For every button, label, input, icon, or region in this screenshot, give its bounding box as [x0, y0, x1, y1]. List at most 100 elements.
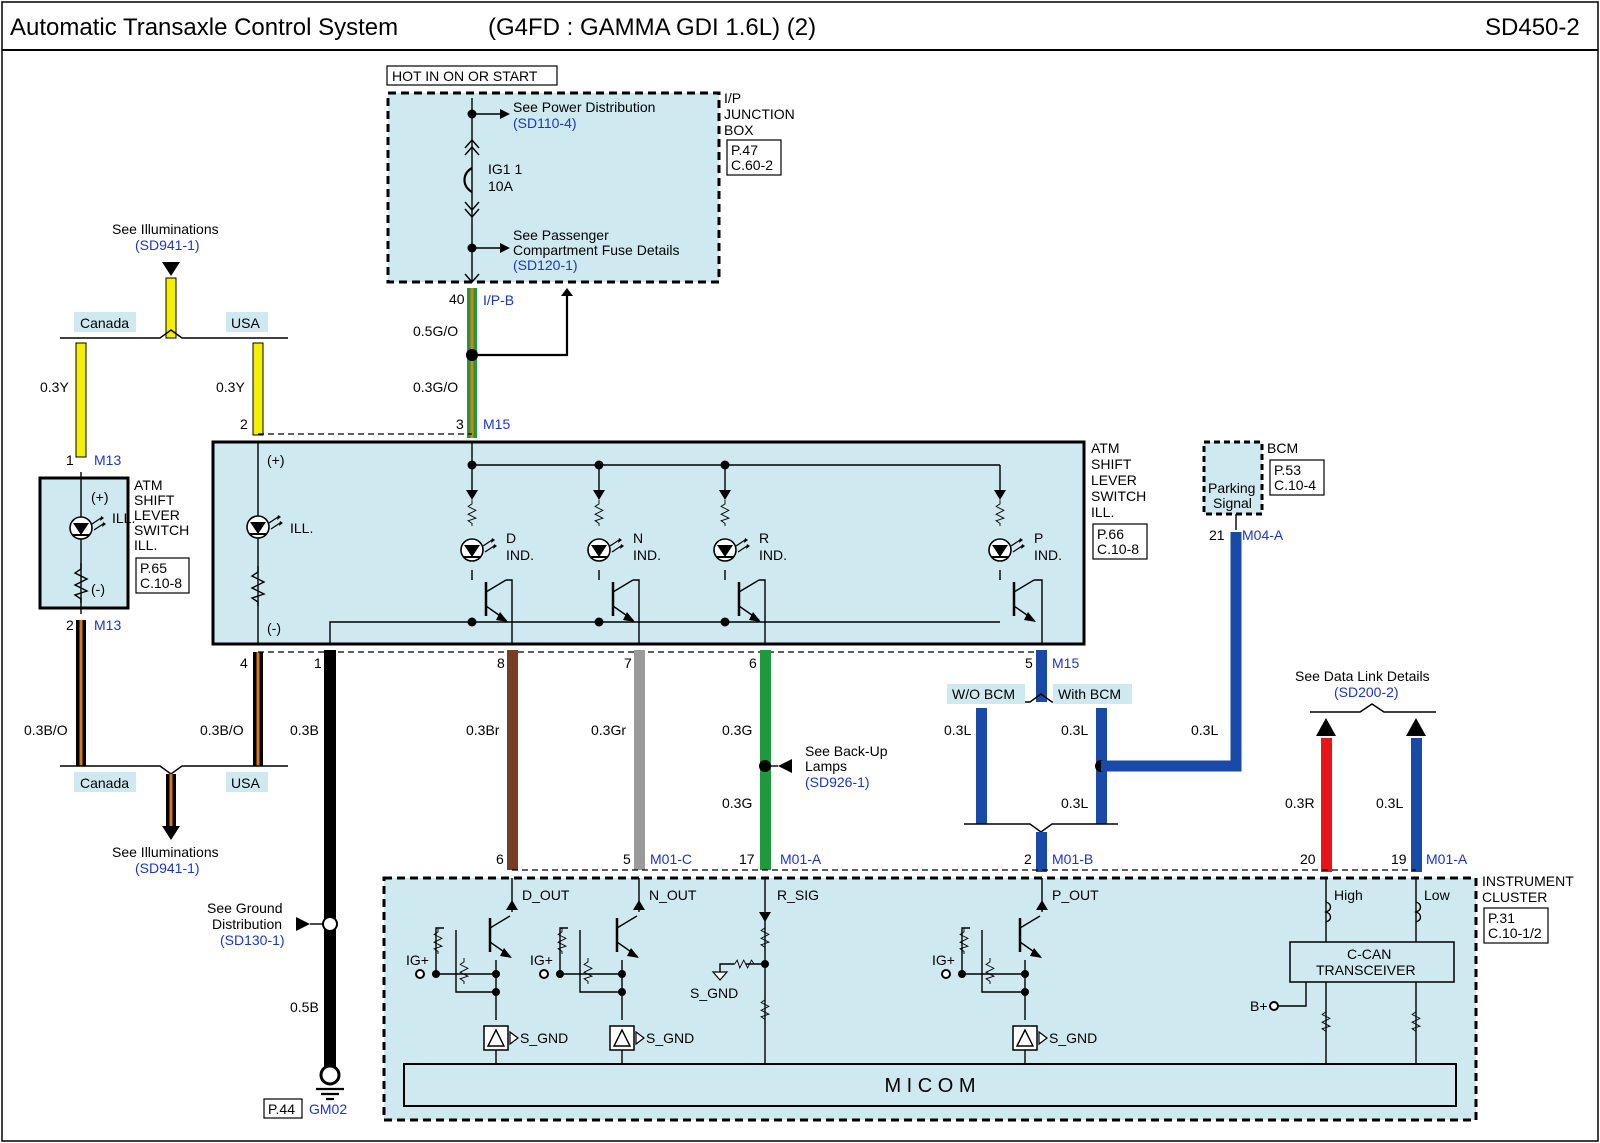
connector-m13-top: M13	[94, 452, 121, 468]
m15-minus: (-)	[267, 620, 281, 636]
cluster-pin-19: 19	[1391, 851, 1407, 867]
r-ind-label: IND.	[759, 547, 787, 563]
n-out-circuit: N_OUT IG+ S_GND	[530, 878, 697, 1064]
buffer-triangle-icon	[612, 1028, 632, 1047]
pin-2-m15: 2	[240, 416, 248, 432]
m13-ill: ILL.	[112, 510, 135, 526]
d-s-gnd: S_GND	[520, 1030, 568, 1046]
fuse-icon	[463, 167, 473, 193]
diode-icon	[593, 490, 605, 500]
bcm-name: BCM	[1267, 440, 1298, 456]
see-ground-1: See Ground	[207, 900, 283, 916]
p-out-bias-line	[961, 927, 1025, 975]
option-with-bcm: With BCM	[1058, 686, 1121, 702]
wire-label-03g-bottom: 0.3G	[722, 795, 752, 811]
diode-icon	[759, 912, 771, 922]
p-s-gnd: S_GND	[1049, 1030, 1097, 1046]
m15-name-4: SWITCH	[1091, 488, 1146, 504]
data-link-bracket	[1310, 703, 1436, 713]
can-high-coil-icon	[1323, 901, 1332, 923]
can-low-coil-icon	[1413, 901, 1422, 923]
bcm-box	[1202, 440, 1264, 516]
wire-label-03l-bcm: 0.3L	[1191, 722, 1218, 738]
r-output-line	[759, 579, 766, 644]
diode-icon	[719, 490, 731, 500]
n-ig-plus: IG+	[530, 952, 553, 968]
see-power-distribution-ref[interactable]: (SD110-4)	[513, 115, 577, 131]
arrow-left-icon	[778, 759, 792, 773]
option-tag-canada	[74, 772, 136, 792]
bcm-ref-1: P.53	[1274, 462, 1301, 478]
wire-blue-bcm	[1101, 532, 1242, 772]
m15-plus: (+)	[267, 452, 285, 468]
see-backup-ref[interactable]: (SD926-1)	[805, 774, 870, 790]
see-backup-1: See Back-Up	[805, 743, 888, 759]
see-illuminations-bottom-ref[interactable]: (SD941-1)	[135, 860, 200, 876]
junction-box-ref-1: P.47	[731, 142, 758, 158]
junction-dot	[432, 970, 440, 978]
cluster-ref-1: P.31	[1488, 910, 1515, 926]
see-data-link-ref[interactable]: (SD200-2)	[1334, 684, 1399, 700]
see-passenger-label-1: See Passenger	[513, 227, 609, 243]
see-illuminations-bottom: See Illuminations	[112, 844, 219, 860]
p-out-circuit: P_OUT IG+ S_GND	[932, 878, 1099, 1064]
wire-label-03y-canada: 0.3Y	[40, 379, 69, 395]
pin-5: 5	[1025, 655, 1033, 671]
p-indicator-group: P IND.	[988, 465, 1062, 644]
wire-label-05b: 0.5B	[290, 999, 319, 1015]
m13-name-1: ATM	[134, 477, 163, 493]
option-wo-bcm: W/O BCM	[952, 686, 1015, 702]
micom-label: M I C O M	[884, 1075, 975, 1097]
diode-icon	[633, 900, 645, 910]
m15-name-3: LEVER	[1091, 472, 1137, 488]
c-can-transceiver-box	[1289, 941, 1455, 983]
n-indicator-group: N IND.	[587, 465, 661, 644]
r-sig-gnd-line	[719, 963, 734, 972]
r-s-gnd: S_GND	[690, 985, 738, 1001]
junction-box-name-1: I/P	[724, 90, 741, 106]
pin-4: 4	[240, 655, 248, 671]
cluster-pin-5: 5	[623, 851, 631, 867]
n-out-label: N_OUT	[649, 887, 697, 903]
see-passenger-ref[interactable]: (SD120-1)	[513, 257, 578, 273]
m13-ref-box	[135, 557, 190, 594]
s-gnd-arrow-icon	[635, 1030, 645, 1046]
wire-label-03bo-canada: 0.3B/O	[24, 722, 68, 738]
option-tag-with-bcm	[1053, 684, 1132, 704]
d-indicator-group: D IND.	[460, 465, 534, 644]
arrow-down-icon	[162, 262, 180, 276]
junction-dot	[467, 617, 477, 627]
p-ind-label: IND.	[1034, 547, 1062, 563]
pin-21: 21	[1209, 527, 1225, 543]
r-indicator-group: R IND.	[713, 465, 787, 644]
hot-in-on-or-start-label: HOT IN ON OR START	[392, 68, 538, 84]
see-ground-ref[interactable]: (SD130-1)	[220, 932, 285, 948]
wire-red-can-high	[1321, 738, 1332, 872]
r-label: R	[759, 530, 769, 546]
ground-gm02: GM02	[309, 1101, 347, 1117]
junction-box-ref-2: C.60-2	[731, 157, 773, 173]
ip-junction-box	[386, 91, 721, 284]
connector-m01-b: M01-B	[1052, 851, 1093, 867]
see-ground-2: Distribution	[212, 916, 282, 932]
cluster-pin-20: 20	[1300, 851, 1316, 867]
option-merge-line	[964, 823, 1118, 833]
see-illuminations-top: See Illuminations	[112, 221, 219, 237]
see-illuminations-top-ref[interactable]: (SD941-1)	[135, 237, 200, 253]
option-usa-bottom: USA	[231, 775, 260, 791]
arrow-up-icon	[561, 288, 573, 296]
wire-label-03b: 0.3B	[290, 722, 319, 738]
wire-blue-p-bottom	[1036, 832, 1047, 872]
b-plus-terminal-icon	[1269, 1001, 1279, 1011]
wire-label-03gr: 0.3Gr	[591, 722, 626, 738]
ground-splice-icon	[322, 916, 338, 932]
m13-ref-1: P.65	[140, 560, 167, 576]
wire-brown	[507, 650, 518, 870]
connector-chevron-icon	[464, 145, 480, 156]
connector-chevron-icon	[464, 208, 480, 219]
wire-label-03br: 0.3Br	[466, 722, 500, 738]
p-out-bias-line	[981, 930, 1025, 993]
wire-yellow-canada	[75, 342, 87, 458]
n-s-gnd: S_GND	[646, 1030, 694, 1046]
ground-ref-box	[263, 1098, 303, 1119]
